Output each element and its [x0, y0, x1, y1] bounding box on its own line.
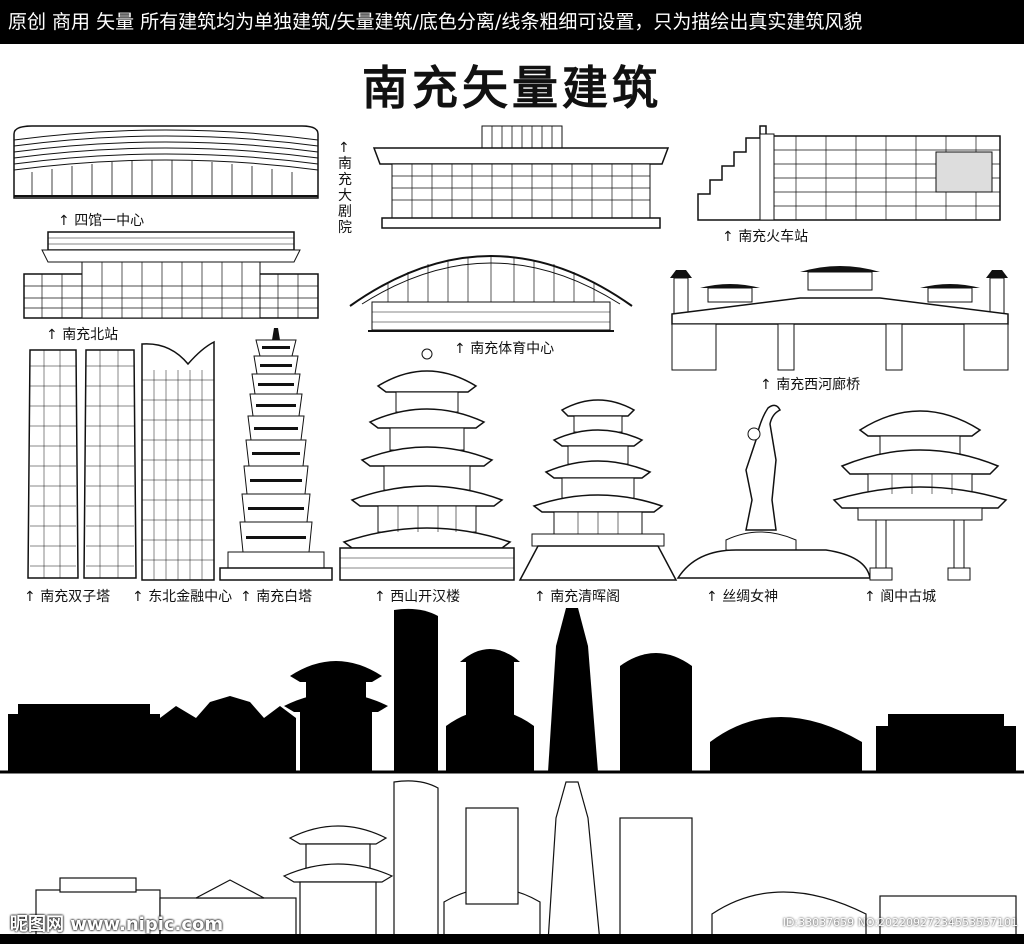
label-sichou: ↑ 丝绸女神: [706, 589, 779, 605]
label-tiyu: ↑ 南充体育中心: [454, 341, 555, 357]
building-jinrong: [141, 340, 215, 581]
building-langzhong: [832, 410, 1008, 581]
building-beizhan: [23, 231, 319, 319]
building-shuangzi: [27, 349, 137, 579]
label-langzhong: ↑ 阆中古城: [864, 589, 937, 605]
page-title: 南充矢量建筑: [362, 61, 662, 115]
building-qinghui: [518, 399, 678, 581]
label-sichou-text: 丝绸女神: [722, 589, 779, 605]
label-langzhong-text: 阆中古城: [880, 589, 937, 605]
label-beizhan-text: 南充北站: [62, 327, 119, 343]
label-huochezhan-text: 南充火车站: [738, 229, 809, 245]
label-jinrong: ↑ 东北金融中心: [132, 589, 233, 605]
label-shuangzi: ↑ 南充双子塔: [24, 589, 111, 605]
building-huochezhan: [697, 125, 1001, 221]
watermark-left: 昵图网 www.nipic.com: [10, 914, 224, 935]
label-xihe-text: 南充西河廊桥: [776, 377, 861, 393]
building-siguan: [13, 125, 319, 199]
building-dajuyuan: [372, 125, 670, 229]
label-beizhan: ↑ 南充北站: [46, 327, 119, 343]
watermark-right: ID:33037659 NO:20220927234553557101: [782, 916, 1018, 929]
label-siguan-text: 四馆一中心: [74, 213, 145, 229]
label-xishan: ↑ 西山开汉楼: [374, 589, 461, 605]
label-baita-text: 南充白塔: [256, 589, 313, 605]
label-qinghui-text: 南充清晖阁: [550, 589, 621, 605]
label-xishan-text: 西山开汉楼: [390, 589, 461, 605]
building-baita: [219, 328, 333, 581]
label-jinrong-text: 东北金融中心: [148, 589, 233, 605]
label-dajuyuan: ↑南充大剧院: [338, 140, 352, 236]
building-sichou: [676, 404, 871, 579]
label-huochezhan: ↑ 南充火车站: [722, 229, 809, 245]
header-banner: 原创 商用 矢量 所有建筑均为单独建筑/矢量建筑/底色分离/线条粗细可设置，只为…: [0, 0, 1024, 44]
label-qinghui: ↑ 南充清晖阁: [534, 589, 621, 605]
building-xihe: [670, 266, 1009, 371]
skyline-lineart: [0, 780, 1024, 944]
building-tiyu: [349, 255, 633, 332]
skyline-silhouette: [0, 608, 1024, 774]
label-dajuyuan-text: 南充大剧院: [338, 156, 352, 236]
label-siguan: ↑ 四馆一中心: [58, 213, 145, 229]
label-shuangzi-text: 南充双子塔: [40, 589, 111, 605]
label-tiyu-text: 南充体育中心: [470, 341, 555, 357]
label-baita: ↑ 南充白塔: [240, 589, 313, 605]
building-xishan: [339, 348, 515, 581]
label-xihe: ↑ 南充西河廊桥: [760, 377, 861, 393]
